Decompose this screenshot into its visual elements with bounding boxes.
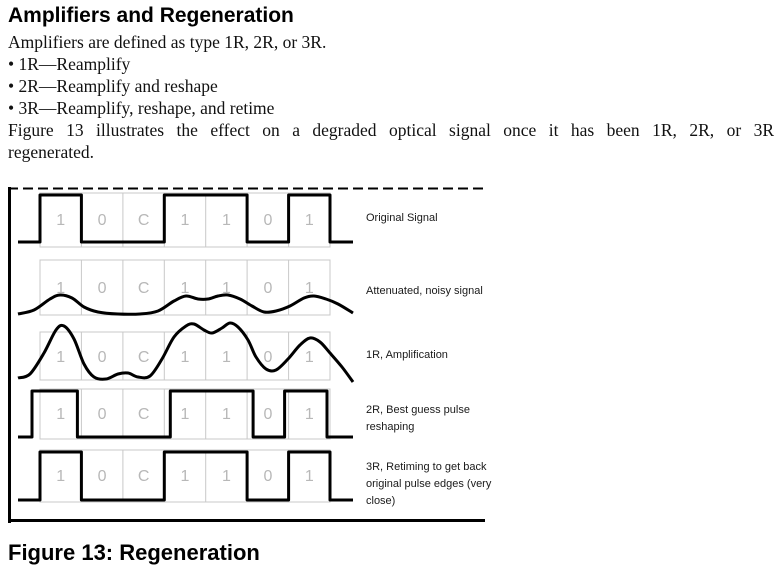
bit-label: 1 (56, 349, 65, 366)
bit-label: 1 (305, 212, 314, 229)
bit-label: 0 (98, 406, 107, 423)
figure-row-label-line: reshaping (366, 421, 415, 433)
figure-row-label-line: close) (366, 495, 396, 507)
figure-row-label: 2R, Best guess pulse reshaping (366, 402, 470, 436)
figure-row-label-line: Attenuated, noisy signal (366, 285, 483, 297)
bullet-1r: • 1R—Reamplify (8, 54, 131, 74)
figure-row-label: Attenuated, noisy signal (366, 283, 483, 300)
bit-label: 1 (181, 468, 190, 485)
bit-label: 1 (305, 280, 314, 297)
bit-label: 1 (222, 212, 231, 229)
bit-cell-grid (39, 388, 331, 440)
waveform-noisy-row2 (17, 293, 354, 316)
bit-label: C (138, 349, 150, 366)
figure-row-label-line: Original Signal (366, 212, 438, 224)
bit-label: 0 (98, 212, 107, 229)
bit-label: 1 (222, 406, 231, 423)
bit-label: 1 (222, 280, 231, 297)
bit-label: C (138, 468, 150, 485)
waveform-square-row1 (18, 193, 353, 244)
bit-label: 0 (263, 280, 272, 297)
bit-label: 1 (56, 406, 65, 423)
figure-row-label-line: 3R, Retiming to get back (366, 461, 487, 473)
figure-row-label: Original Signal (366, 210, 438, 227)
bit-label: 0 (98, 468, 107, 485)
bit-label: C (138, 212, 150, 229)
bit-label: 0 (263, 212, 272, 229)
bit-label: 1 (56, 212, 65, 229)
bit-label: 1 (222, 468, 231, 485)
figure-row-label-line: 2R, Best guess pulse (366, 404, 470, 416)
bit-label: 1 (222, 349, 231, 366)
bit-label: 0 (263, 468, 272, 485)
waveform-square-row5 (18, 450, 353, 502)
figure-intro-line1: Figure 13 illustrates the effect on a de… (8, 120, 774, 140)
bit-label: 0 (263, 349, 272, 366)
waveform-amplified-row3 (17, 321, 355, 383)
figure-row-label-line: 1R, Amplification (366, 349, 448, 361)
bit-label: 1 (181, 406, 190, 423)
figure-caption: Figure 13: Regeneration (8, 540, 260, 565)
bit-label: 1 (305, 349, 314, 366)
bit-label: 0 (263, 406, 272, 423)
bit-label: 1 (181, 212, 190, 229)
figure-row-label: 1R, Amplification (366, 347, 448, 364)
bit-label: 1 (56, 280, 65, 297)
figure-row-label-line: original pulse edges (very (366, 478, 492, 490)
waveform-square_guess-row4 (18, 389, 353, 439)
figure-intro-line2: regenerated. (8, 142, 94, 162)
bit-label: 1 (56, 468, 65, 485)
bullet-3r: • 3R—Reamplify, reshape, and retime (8, 98, 275, 118)
bullet-2r: • 2R—Reamplify and reshape (8, 76, 218, 96)
page-title: Amplifiers and Regeneration (8, 4, 294, 27)
bit-label: C (138, 406, 150, 423)
bit-label: 1 (181, 280, 190, 297)
bit-label: 1 (305, 468, 314, 485)
bit-label: 1 (305, 406, 314, 423)
bit-label: 0 (98, 349, 107, 366)
bit-label: 0 (98, 280, 107, 297)
bit-label: 1 (181, 349, 190, 366)
bit-label: C (138, 280, 150, 297)
figure-row-label: 3R, Retiming to get back original pulse e… (366, 459, 491, 510)
intro-text: Amplifiers are defined as type 1R, 2R, o… (8, 32, 327, 52)
